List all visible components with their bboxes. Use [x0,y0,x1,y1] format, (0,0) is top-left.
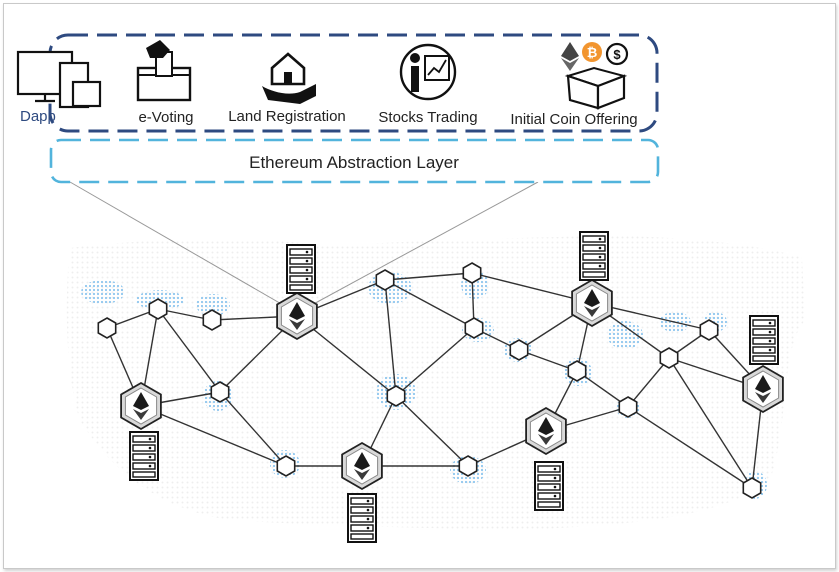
ballot-box-icon [136,40,192,102]
network-edge [627,357,670,408]
ethereum-logo-icon [133,392,149,410]
network-nodes [97,262,784,499]
network-node [276,455,296,477]
server-icon [286,244,316,294]
network-node [386,385,406,407]
app-label-stocks-trading: Stocks Trading [378,109,477,126]
ethereum-logo-icon [289,302,305,320]
network-node [210,381,230,403]
server-icon [579,231,609,281]
app-label-e-voting: e-Voting [138,109,193,126]
network-node [567,360,587,382]
ethereum-node [525,406,567,456]
network-node [699,319,719,341]
network-node [462,262,482,284]
ethereum-node [276,291,318,341]
network-edge [518,349,578,372]
ethereum-logo-icon [354,452,370,470]
app-label-land-registration: Land Registration [228,108,346,125]
network-edge [157,308,221,393]
svg-text:₿: ₿ [587,45,598,60]
server-icon [347,493,377,543]
network-node [742,477,762,499]
ethereum-node [742,364,784,414]
network-edge [384,272,473,281]
world-map-background [66,236,805,530]
hand-house-icon [262,52,316,104]
server-icon [749,315,779,365]
devices-icon [16,50,102,109]
ethereum-logo-icon [755,375,771,393]
network-edge [627,406,753,489]
ethereum-abstraction-layer: Ethereum Abstraction Layer [49,138,660,184]
network-edge [384,279,397,397]
network-edge [219,391,287,467]
network-node [509,339,529,361]
network-edge [395,327,475,397]
network-node [458,455,478,477]
ethereum-node [341,441,383,491]
ethereum-node [571,278,613,328]
ethereum-logo-icon [538,417,554,435]
network-node [618,396,638,418]
server-icon [534,461,564,511]
network-edge [140,405,287,467]
server-icon [129,431,159,481]
abstraction-layer-label: Ethereum Abstraction Layer [249,153,459,172]
network-node [97,317,117,339]
network-edge [384,279,475,329]
ethereum-logo-icon [584,289,600,307]
network-node [659,347,679,369]
stock-presentation-icon [399,43,457,101]
network-node [148,298,168,320]
dapp-label: Dapp [20,108,56,125]
network-node [202,309,222,331]
network-node [375,269,395,291]
callout-lines [69,181,539,314]
svg-text:$: $ [613,47,621,62]
dapp-panel: Dapp e-Voting Land Registration Stocks T… [16,33,659,133]
app-label-initial-coin-offering: Initial Coin Offering [510,111,637,128]
network-edge [668,357,753,489]
network-node [464,317,484,339]
coin-box-icon: ₿ $ [561,42,629,110]
network-edge [395,395,469,467]
ethereum-node [120,381,162,431]
